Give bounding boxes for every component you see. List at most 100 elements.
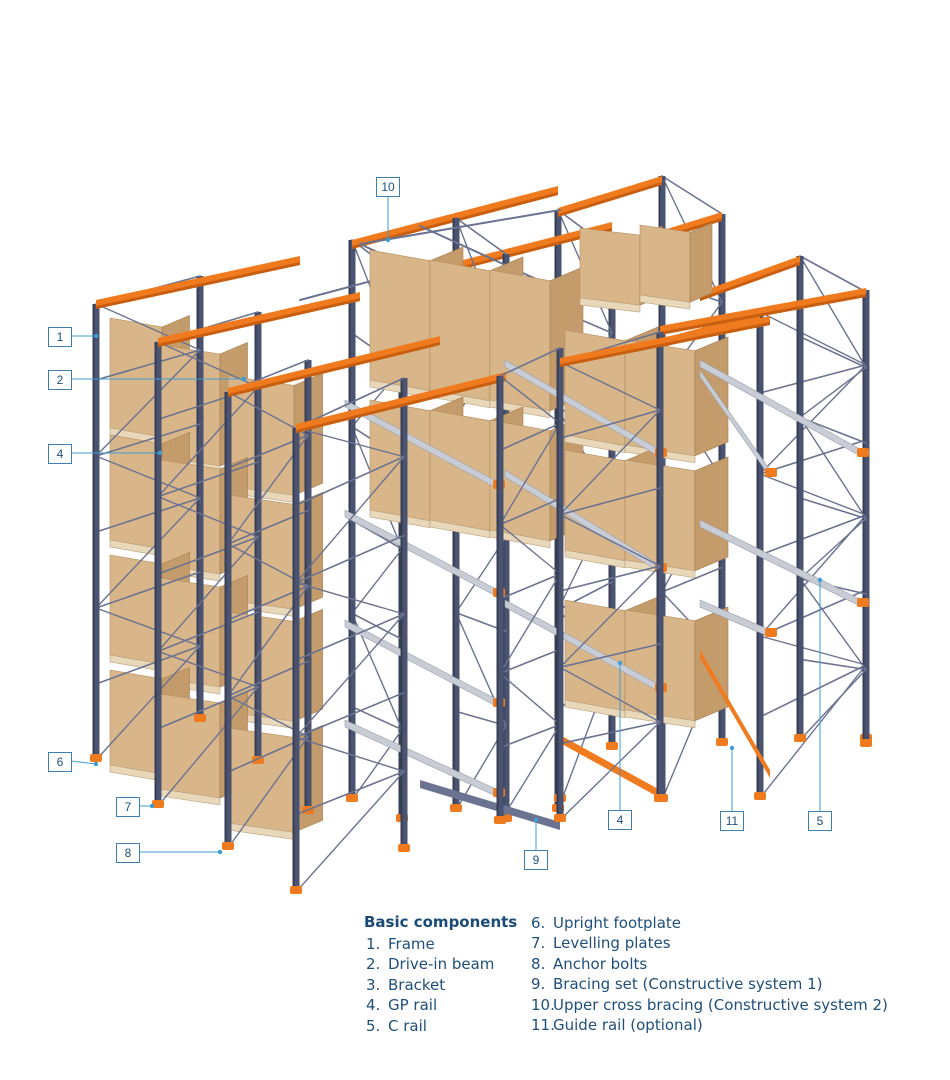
bracket [857, 598, 869, 607]
frame-diagonal [95, 607, 201, 647]
rails [344, 359, 869, 830]
frame-horizontal [95, 571, 201, 609]
upright-footplate [794, 734, 806, 742]
frame-horizontal [499, 573, 561, 600]
frame-diagonal [499, 723, 561, 823]
drive-in-beam-shade [228, 342, 440, 397]
pallet-box [429, 409, 491, 532]
frame-diagonal [799, 366, 867, 419]
frame-diagonal [499, 573, 561, 675]
callout-5: 5 [808, 811, 832, 831]
frame-diagonal [95, 497, 201, 609]
frame-diagonal [499, 375, 561, 425]
upright-edge [796, 256, 799, 740]
frame-diagonal [295, 736, 405, 773]
upright [496, 376, 504, 822]
legend-item: 8.Anchor bolts [531, 954, 648, 973]
callout-6: 6 [48, 752, 72, 772]
leader-dot [533, 817, 539, 823]
leader-dot [93, 761, 99, 767]
pallet-box [109, 554, 163, 665]
upright-edge [398, 278, 401, 820]
pallet [489, 529, 551, 549]
frame-diagonal [799, 416, 867, 520]
frame-horizontal [499, 422, 561, 452]
frame-diagonal [759, 473, 867, 516]
frame-horizontal [661, 566, 723, 593]
frame-diagonal [351, 548, 403, 615]
frame-horizontal [559, 487, 661, 516]
callout-leader-lines [70, 195, 823, 855]
pallet-box [579, 227, 641, 306]
pallet-box-side [689, 222, 713, 303]
upright-edge [496, 376, 499, 822]
frame-diagonal [499, 523, 561, 575]
pallet-box [109, 317, 163, 438]
legend-item: 3.Bracket [366, 975, 446, 994]
frame-horizontal [157, 461, 259, 498]
frame-horizontal [95, 349, 201, 381]
legend-item: 6.Upright footplate [531, 914, 682, 932]
frame-diagonal [559, 513, 661, 567]
frame-horizontal [799, 497, 867, 520]
legend-item: 2.Drive-in beam [366, 955, 495, 974]
frame-horizontal [499, 723, 561, 749]
drive-in-beam-shade [700, 262, 800, 301]
frame-horizontal [759, 664, 867, 718]
upright [796, 256, 804, 740]
pallet [564, 549, 626, 569]
upright-footplate [90, 754, 102, 762]
legend-title: Basic components [364, 913, 518, 931]
upright [92, 304, 100, 760]
frame-horizontal [799, 335, 867, 369]
pallet-box [109, 434, 163, 550]
frame-horizontal [157, 611, 259, 653]
frame-horizontal [799, 255, 867, 293]
upright-edge [254, 312, 257, 762]
frame-horizontal [559, 643, 661, 669]
leader-dot [149, 803, 155, 809]
legend-item: 1.Frame [366, 935, 435, 953]
drive-in-beam-shade [96, 262, 300, 309]
frame-horizontal [455, 217, 507, 255]
drive-in-beam-shade [560, 322, 770, 367]
upright-footplate [606, 742, 618, 750]
frame-horizontal [295, 455, 405, 507]
floor-base [420, 780, 560, 830]
leader-dot [241, 376, 247, 382]
upright-footplate [554, 814, 566, 822]
pallet-box [639, 224, 691, 303]
pallet [564, 699, 626, 719]
legend-left-column: 1.Frame 2.Drive-in beam 3.Bracket 4.GP r… [366, 934, 494, 1036]
frame-horizontal [499, 648, 561, 675]
legend-item: 11.Guide rail (optional) [531, 1015, 703, 1034]
leader-dot [217, 849, 223, 855]
bracket [765, 468, 777, 477]
pallet [564, 434, 626, 454]
frame-horizontal [559, 409, 661, 440]
frame-diagonal [95, 303, 201, 351]
frame-diagonal [559, 361, 661, 411]
frame-diagonal [759, 311, 867, 366]
pallet-box-side [694, 336, 729, 457]
frame-diagonal [799, 517, 867, 580]
upright-footplate [754, 792, 766, 800]
callout-7: 7 [116, 797, 140, 817]
callout-2: 2 [48, 370, 72, 390]
pallet-box-side [694, 456, 729, 572]
frame-diagonal [157, 686, 259, 807]
legend-item: 9.Bracing set (Constructive system 1) [531, 975, 823, 994]
frame-diagonal [759, 364, 867, 475]
frame-diagonal [559, 565, 661, 669]
frame-diagonal [95, 455, 201, 499]
pallet-box-side [694, 606, 729, 722]
frame-horizontal [95, 497, 201, 533]
frame-diagonal [295, 427, 405, 458]
upright-footplate [450, 804, 462, 812]
upright-footplate [194, 714, 206, 722]
upright-footplate [654, 794, 666, 802]
pallet-box [159, 693, 221, 799]
frame-diagonal [157, 386, 259, 498]
upright-footplate [152, 800, 164, 808]
frame-horizontal [559, 565, 661, 592]
